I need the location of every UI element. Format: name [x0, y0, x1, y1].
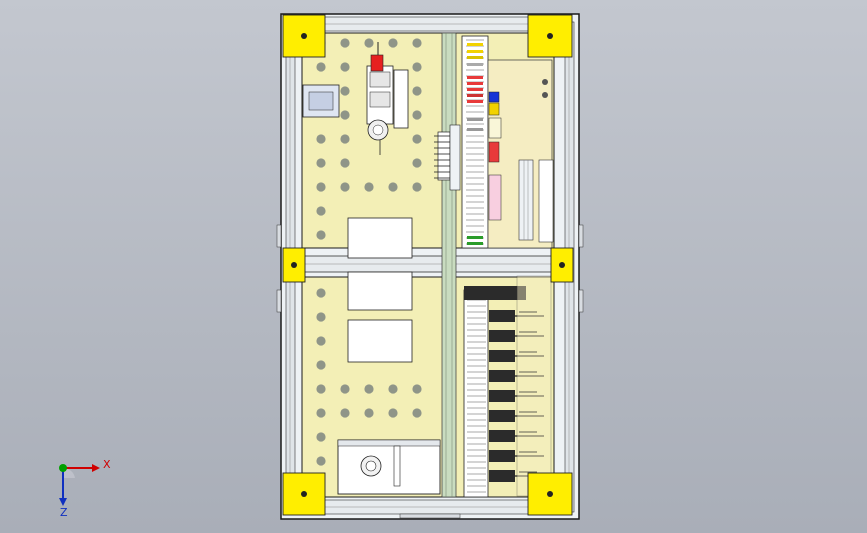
connector-array	[464, 275, 552, 497]
perforation-hole	[388, 384, 398, 394]
perforation-hole	[316, 432, 326, 442]
connector	[464, 286, 526, 300]
perforation-hole	[340, 38, 350, 48]
perforation-hole	[388, 408, 398, 418]
bracket-top-left	[282, 14, 326, 58]
terminal-marker	[467, 128, 483, 131]
bracket-mid-right-bolt	[559, 262, 565, 268]
connector	[489, 310, 515, 322]
connector	[489, 330, 515, 342]
perforation-hole	[340, 86, 350, 96]
bracket-top-right-bolt	[547, 33, 553, 39]
perforation-hole	[316, 456, 326, 466]
perforation-hole	[412, 62, 422, 72]
connector	[489, 390, 515, 402]
perforation-hole	[388, 182, 398, 192]
terminal-marker	[467, 94, 483, 97]
middle-crossbar	[289, 255, 569, 273]
perforation-hole	[316, 62, 326, 72]
terminal-markers	[467, 43, 483, 245]
perforation-hole	[316, 134, 326, 144]
coordinate-triad: X Z	[59, 458, 111, 519]
bracket-top-right	[527, 14, 573, 58]
perforation-hole	[412, 158, 422, 168]
bracket-mid-left	[282, 247, 306, 283]
corner-brackets	[282, 14, 574, 516]
connector	[489, 410, 515, 422]
perforation-holes	[316, 38, 422, 466]
valve-assembly	[302, 42, 409, 155]
perforation-hole	[364, 38, 374, 48]
terminal-marker	[467, 56, 483, 59]
perforation-hole	[340, 158, 350, 168]
perforation-hole	[388, 38, 398, 48]
perforation-hole	[340, 408, 350, 418]
terminal-panel	[487, 59, 554, 249]
perforation-hole	[316, 360, 326, 370]
din-rail-left	[441, 32, 457, 498]
bracket-bottom-right-bolt	[547, 491, 553, 497]
perforation-hole	[340, 110, 350, 120]
perforation-hole	[412, 182, 422, 192]
perforation-hole	[412, 384, 422, 394]
perforation-hole	[316, 384, 326, 394]
bracket-mid-left-bolt	[291, 262, 297, 268]
y-axis-dot	[59, 464, 67, 472]
perforation-hole	[316, 230, 326, 240]
x-arrowhead	[92, 464, 100, 472]
bracket-bottom-left	[282, 472, 326, 516]
perforation-hole	[412, 38, 422, 48]
perforation-hole	[364, 182, 374, 192]
connector	[489, 370, 515, 382]
z-arrowhead	[59, 498, 67, 506]
terminal-marker	[467, 43, 483, 46]
z-axis-label: Z	[60, 506, 68, 519]
connector	[489, 350, 515, 362]
connector	[489, 470, 515, 482]
terminal-marker	[467, 118, 483, 121]
terminal-marker	[467, 236, 483, 239]
perforation-hole	[316, 158, 326, 168]
wire-duct-bottom	[463, 289, 489, 498]
connector	[489, 450, 515, 462]
x-axis-label: X	[103, 458, 111, 471]
terminal-marker	[467, 76, 483, 79]
perforation-hole	[364, 408, 374, 418]
terminal-marker	[467, 82, 483, 85]
terminal-marker	[467, 63, 483, 66]
bracket-top-left-bolt	[301, 33, 307, 39]
power-supply	[337, 439, 441, 495]
perforation-hole	[412, 134, 422, 144]
bracket-mid-right	[550, 247, 574, 283]
perforation-hole	[316, 206, 326, 216]
terminal-marker	[467, 88, 483, 91]
terminal-marker	[467, 242, 483, 245]
perforation-hole	[412, 110, 422, 120]
perforation-hole	[340, 182, 350, 192]
connector-panel	[516, 275, 552, 497]
perforation-hole	[340, 62, 350, 72]
terminal-marker	[467, 100, 483, 103]
perforation-hole	[316, 182, 326, 192]
bracket-bottom-right	[527, 472, 573, 516]
perforation-hole	[340, 134, 350, 144]
perforation-hole	[412, 86, 422, 96]
perforation-hole	[316, 312, 326, 322]
component-boxes	[347, 217, 413, 363]
perforation-hole	[316, 288, 326, 298]
perforation-hole	[364, 384, 374, 394]
bracket-bottom-left-bolt	[301, 491, 307, 497]
terminal-marker	[467, 50, 483, 53]
connector	[489, 430, 515, 442]
wire-duct-top	[461, 35, 489, 249]
perforation-hole	[412, 408, 422, 418]
perforation-hole	[340, 384, 350, 394]
perforation-hole	[316, 336, 326, 346]
terminal-block-stack	[434, 124, 461, 191]
perforation-hole	[316, 408, 326, 418]
